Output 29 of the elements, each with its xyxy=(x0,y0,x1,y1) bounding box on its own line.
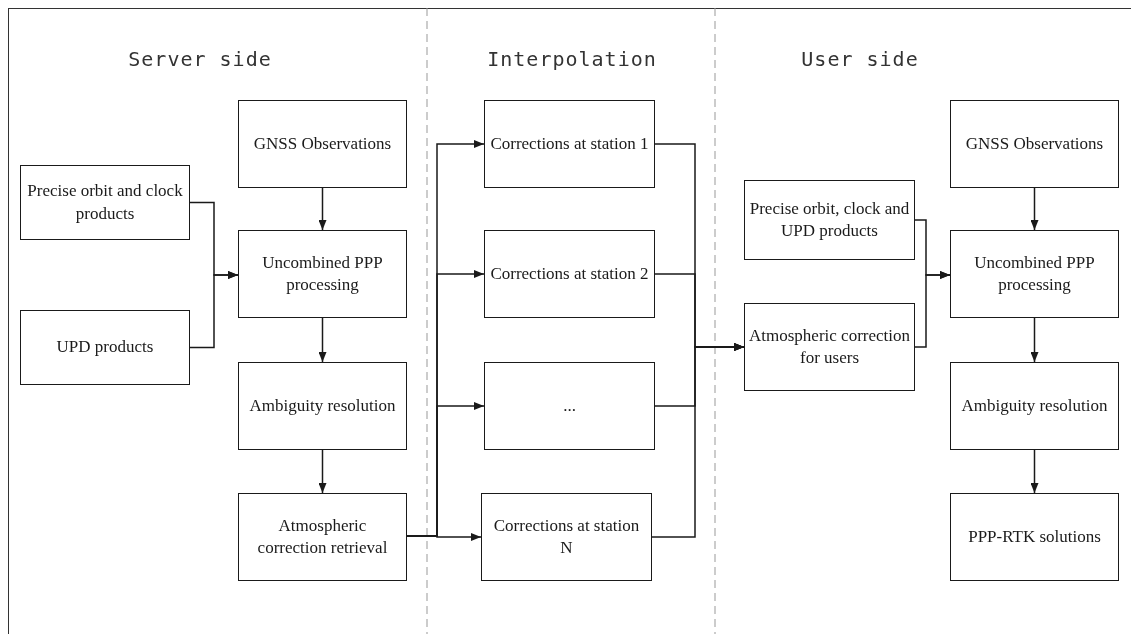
process-box: Ambiguity resolution xyxy=(238,362,407,450)
arrow xyxy=(318,317,327,363)
arrow xyxy=(318,449,327,494)
process-box: Precise orbit, clock and UPD products xyxy=(744,180,915,260)
process-box: Precise orbit and clock products xyxy=(20,165,190,240)
arrow xyxy=(914,271,951,348)
column-heading: Server side xyxy=(127,46,273,73)
arrow xyxy=(1030,449,1039,494)
arrow xyxy=(406,533,482,541)
process-box: Atmospheric correction retrieval xyxy=(238,493,407,581)
arrow xyxy=(1030,317,1039,363)
arrow xyxy=(318,187,327,231)
process-box: Corrections at station N xyxy=(481,493,652,581)
process-box: GNSS Observations xyxy=(950,100,1119,188)
process-box: Atmospheric correction for users xyxy=(744,303,915,391)
column-heading: Interpolation xyxy=(486,46,658,73)
arrow xyxy=(189,271,239,349)
process-box: Corrections at station 2 xyxy=(484,230,655,318)
process-box: PPP-RTK solutions xyxy=(950,493,1119,581)
arrow xyxy=(651,343,745,538)
column-heading: User side xyxy=(800,46,920,73)
process-box: Uncombined PPP processing xyxy=(238,230,407,318)
arrow xyxy=(1030,187,1039,231)
process-box: ... xyxy=(484,362,655,450)
process-box: Uncombined PPP processing xyxy=(950,230,1119,318)
process-box: Corrections at station 1 xyxy=(484,100,655,188)
process-box: GNSS Observations xyxy=(238,100,407,188)
process-box: UPD products xyxy=(20,310,190,385)
process-box: Ambiguity resolution xyxy=(950,362,1119,450)
